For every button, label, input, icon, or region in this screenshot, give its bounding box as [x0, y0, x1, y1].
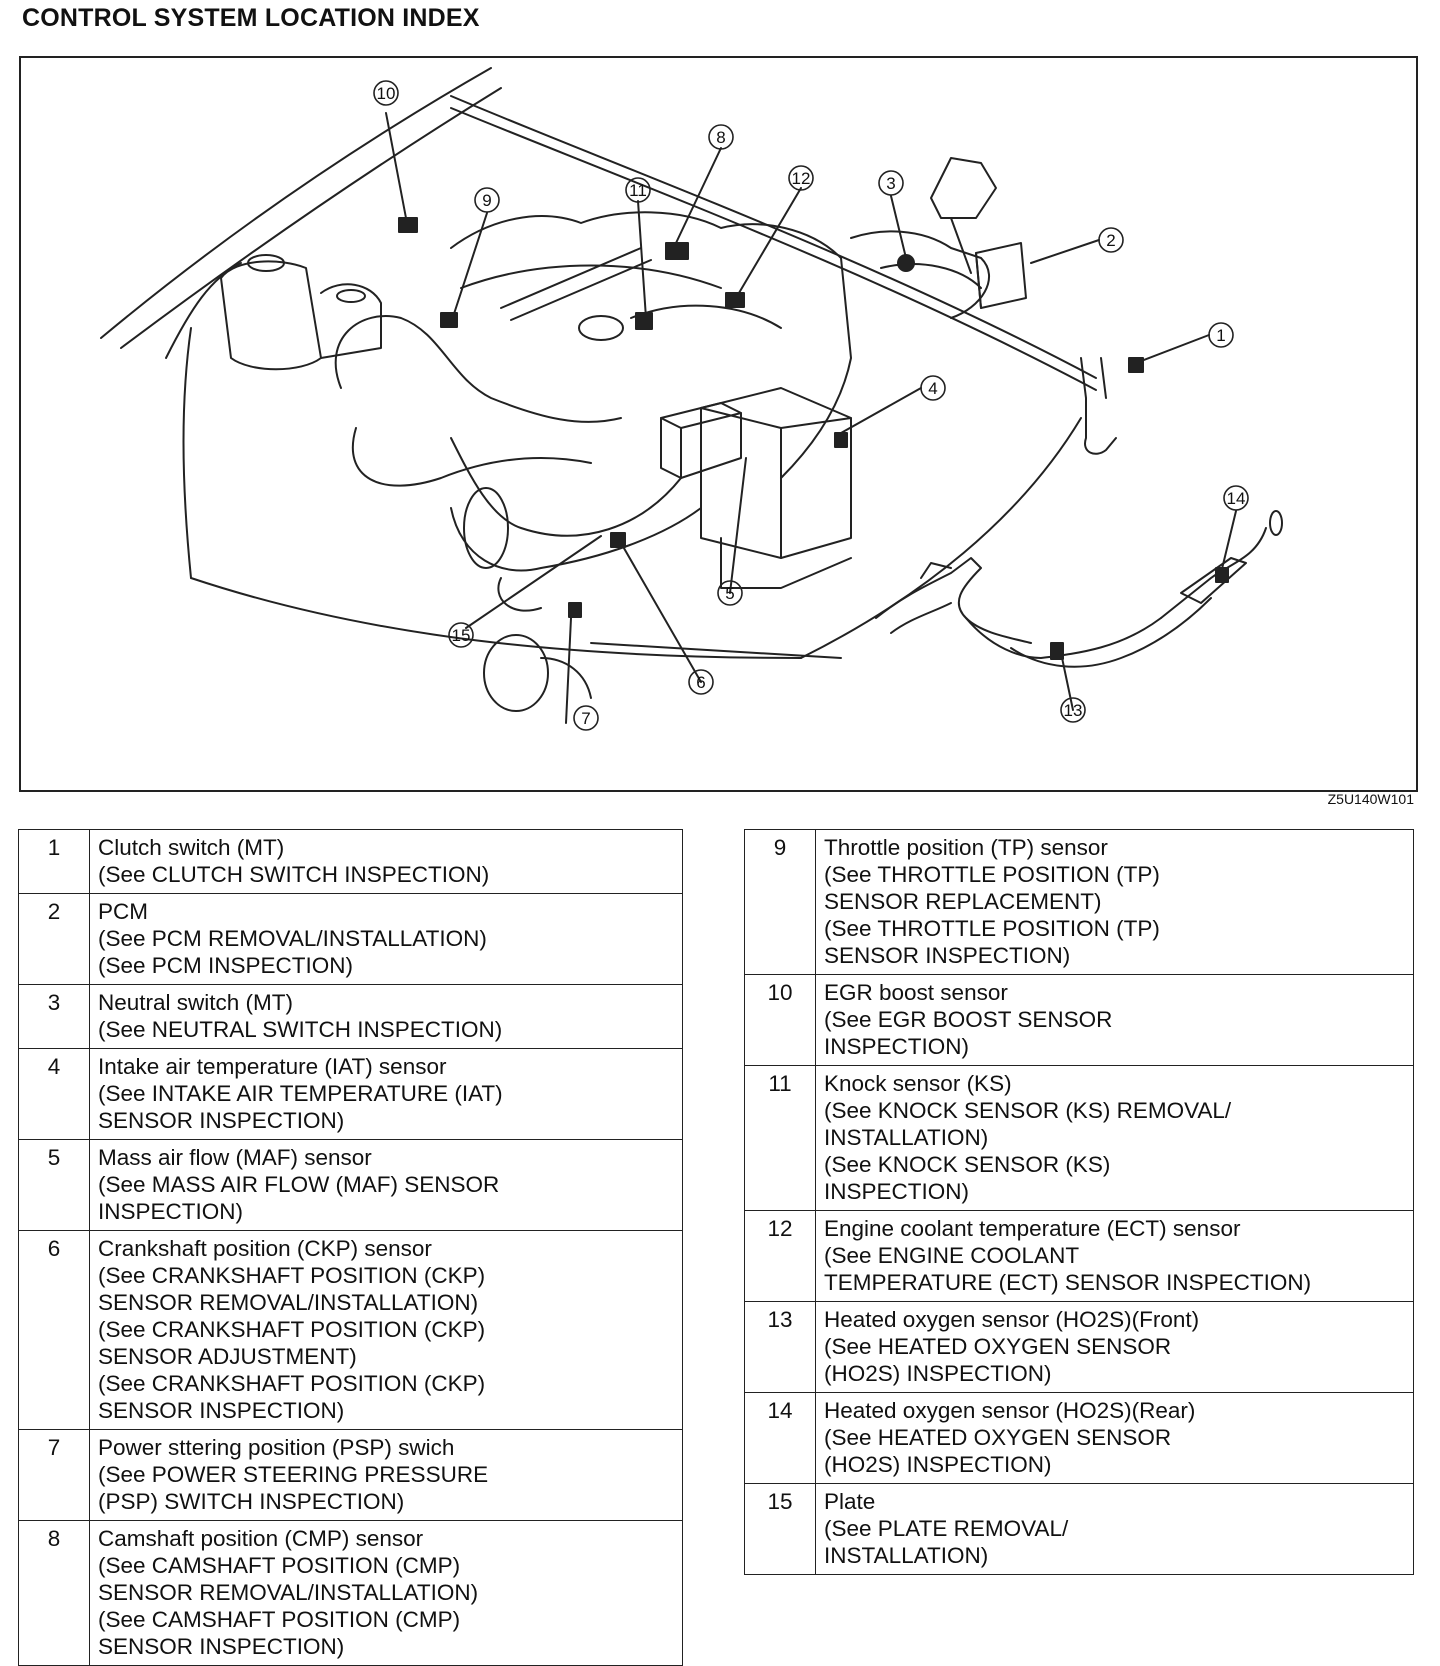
table-row: 14 Heated oxygen sensor (HO2S)(Rear) (Se… — [744, 1392, 1414, 1484]
location-index-table-right: 9 Throttle position (TP) sensor (See THR… — [744, 829, 1414, 1575]
table-row: 2 PCM (See PCM REMOVAL/INSTALLATION) (Se… — [18, 893, 683, 985]
callout-3: 3 — [886, 174, 895, 193]
callout-14: 14 — [1227, 489, 1246, 508]
row-description: Clutch switch (MT) (See CLUTCH SWITCH IN… — [89, 829, 683, 894]
table-row: 4 Intake air temperature (IAT) sensor (S… — [18, 1048, 683, 1140]
callout-10: 10 — [377, 84, 396, 103]
callout-6: 6 — [696, 673, 705, 692]
row-number: 7 — [18, 1429, 90, 1521]
callout-7: 7 — [581, 709, 590, 728]
row-number: 1 — [18, 829, 90, 894]
table-row: 13 Heated oxygen sensor (HO2S)(Front) (S… — [744, 1301, 1414, 1393]
row-description: Power sttering position (PSP) swich (See… — [89, 1429, 683, 1521]
callout-4: 4 — [928, 379, 937, 398]
callout-15: 15 — [452, 626, 471, 645]
callout-1: 1 — [1216, 326, 1225, 345]
row-description: Neutral switch (MT) (See NEUTRAL SWITCH … — [89, 984, 683, 1049]
row-description: Mass air flow (MAF) sensor (See MASS AIR… — [89, 1139, 683, 1231]
row-number: 10 — [744, 974, 816, 1066]
row-description: Heated oxygen sensor (HO2S)(Rear) (See H… — [815, 1392, 1414, 1484]
row-number: 15 — [744, 1483, 816, 1575]
row-number: 11 — [744, 1065, 816, 1211]
row-description: EGR boost sensor (See EGR BOOST SENSOR I… — [815, 974, 1414, 1066]
table-row: 12 Engine coolant temperature (ECT) sens… — [744, 1210, 1414, 1302]
table-row: 15 Plate (See PLATE REMOVAL/ INSTALLATIO… — [744, 1483, 1414, 1575]
callout-9: 9 — [482, 191, 491, 210]
page-title: CONTROL SYSTEM LOCATION INDEX — [22, 4, 480, 32]
figure-code: Z5U140W101 — [1327, 791, 1414, 807]
table-row: 6 Crankshaft position (CKP) sensor (See … — [18, 1230, 683, 1430]
row-description: Engine coolant temperature (ECT) sensor … — [815, 1210, 1414, 1302]
table-row: 10 EGR boost sensor (See EGR BOOST SENSO… — [744, 974, 1414, 1066]
table-row: 11 Knock sensor (KS) (See KNOCK SENSOR (… — [744, 1065, 1414, 1211]
row-number: 9 — [744, 829, 816, 975]
callout-13: 13 — [1064, 701, 1083, 720]
callout-5: 5 — [725, 584, 734, 603]
callout-8: 8 — [716, 128, 725, 147]
row-number: 14 — [744, 1392, 816, 1484]
row-description: Knock sensor (KS) (See KNOCK SENSOR (KS)… — [815, 1065, 1414, 1211]
engine-illustration: 10 9 8 11 12 3 2 1 4 5 6 7 15 13 14 — [100, 67, 1283, 731]
row-description: Crankshaft position (CKP) sensor (See CR… — [89, 1230, 683, 1430]
row-description: Camshaft position (CMP) sensor (See CAMS… — [89, 1520, 683, 1666]
row-number: 4 — [18, 1048, 90, 1140]
row-number: 12 — [744, 1210, 816, 1302]
row-description: Throttle position (TP) sensor (See THROT… — [815, 829, 1414, 975]
table-row: 1 Clutch switch (MT) (See CLUTCH SWITCH … — [18, 829, 683, 894]
row-number: 2 — [18, 893, 90, 985]
row-description: Intake air temperature (IAT) sensor (See… — [89, 1048, 683, 1140]
row-description: Heated oxygen sensor (HO2S)(Front) (See … — [815, 1301, 1414, 1393]
table-row: 5 Mass air flow (MAF) sensor (See MASS A… — [18, 1139, 683, 1231]
callout-2: 2 — [1106, 231, 1115, 250]
row-number: 5 — [18, 1139, 90, 1231]
engine-diagram: 10 9 8 11 12 3 2 1 4 5 6 7 15 13 14 — [19, 56, 1418, 792]
row-number: 13 — [744, 1301, 816, 1393]
table-row: 8 Camshaft position (CMP) sensor (See CA… — [18, 1520, 683, 1666]
table-row: 3 Neutral switch (MT) (See NEUTRAL SWITC… — [18, 984, 683, 1049]
location-index-table-left: 1 Clutch switch (MT) (See CLUTCH SWITCH … — [18, 829, 683, 1666]
row-description: Plate (See PLATE REMOVAL/ INSTALLATION) — [815, 1483, 1414, 1575]
callout-12: 12 — [792, 169, 811, 188]
row-number: 6 — [18, 1230, 90, 1430]
row-number: 3 — [18, 984, 90, 1049]
row-number: 8 — [18, 1520, 90, 1666]
table-row: 9 Throttle position (TP) sensor (See THR… — [744, 829, 1414, 975]
table-row: 7 Power sttering position (PSP) swich (S… — [18, 1429, 683, 1521]
callout-11: 11 — [629, 181, 647, 200]
row-description: PCM (See PCM REMOVAL/INSTALLATION) (See … — [89, 893, 683, 985]
